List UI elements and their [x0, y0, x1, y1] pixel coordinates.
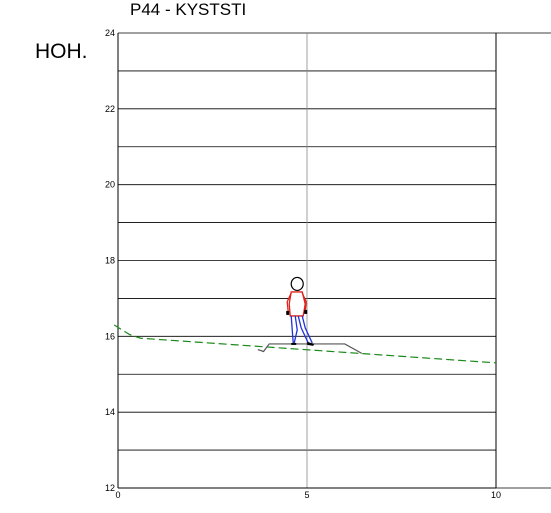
- person-figure-group: [286, 276, 315, 346]
- y-tick-label: 24: [105, 28, 115, 38]
- x-tick-label: 0: [115, 490, 120, 500]
- tick-labels: 12 14 16 18 20 22 24 0 5 10: [105, 28, 501, 500]
- arm-left: [286, 292, 292, 312]
- y-tick-label: 18: [105, 256, 115, 266]
- arm-right: [301, 292, 307, 311]
- shoe-left: [291, 342, 297, 345]
- y-tick-label: 20: [105, 180, 115, 190]
- hair: [291, 276, 304, 282]
- grid-layer: [117, 32, 551, 489]
- x-tick-label: 5: [304, 490, 309, 500]
- hand-right: [304, 309, 308, 314]
- leg-left: [290, 315, 298, 344]
- y-axis-label: HOH.: [35, 40, 88, 63]
- torso: [288, 291, 306, 317]
- leg-right: [297, 315, 313, 344]
- person-figure: [286, 276, 315, 346]
- y-tick-label: 12: [105, 483, 115, 493]
- series-line-1: [257, 343, 363, 354]
- hand-left: [286, 310, 290, 315]
- series-layer: [113, 324, 497, 364]
- series-line-0: [113, 324, 497, 364]
- y-tick-label: 16: [105, 331, 115, 341]
- y-tick-label: 22: [105, 104, 115, 114]
- shoe-right: [307, 341, 315, 346]
- y-tick-label: 14: [105, 407, 115, 417]
- chart-title: P44 - KYSTSTI: [130, 0, 247, 19]
- x-tick-label: 10: [491, 490, 501, 500]
